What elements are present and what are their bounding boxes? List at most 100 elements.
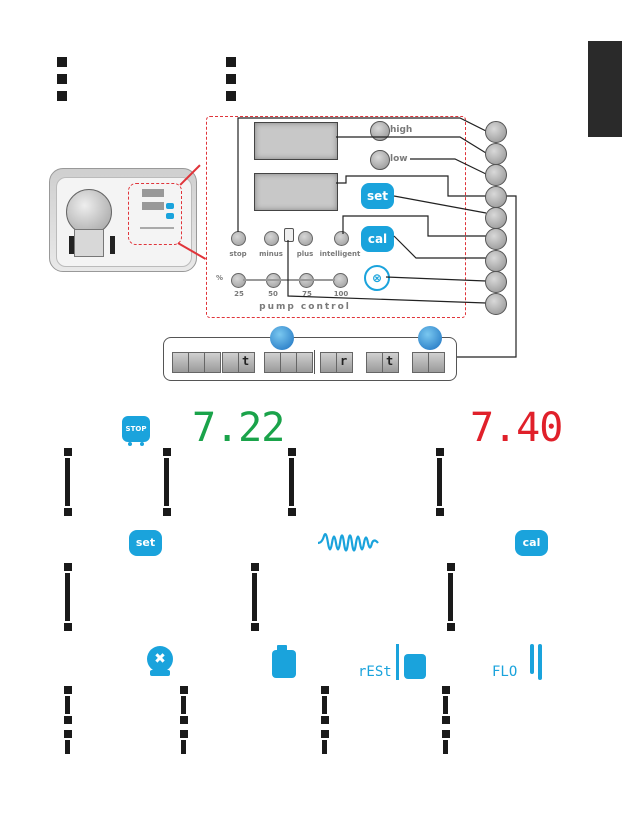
seg-cell [428,352,445,373]
pct-75-label: 75 [302,290,312,298]
callout-circle-9 [485,293,507,315]
seg-cell [280,352,297,373]
bar-tick [180,730,188,738]
bar-tick [436,448,444,456]
intelligent-button[interactable] [334,231,349,246]
display-lower [254,173,338,211]
bar-tick [64,563,72,571]
bar-tick [251,623,259,631]
zoom-callout-small [128,183,182,245]
bar-tick [163,508,171,516]
pct-100-label: 100 [333,290,349,298]
bar [181,740,186,754]
bar-tick [288,448,296,456]
green-reading: 7.22 [192,405,285,451]
bar-tick [447,563,455,571]
bar [437,458,442,506]
bar-tick [64,448,72,456]
cal-icon: cal [515,530,548,556]
bar [252,573,257,621]
callout-circle-7 [485,250,507,272]
bar-tick [442,716,450,724]
stop-label: stop [229,250,247,258]
plus-button[interactable] [298,231,313,246]
legend-square-6 [226,91,236,101]
pct-line [243,279,335,281]
pump-control-label: pump control [259,302,351,312]
seg-cell [238,352,255,373]
callout-circle-3 [485,164,507,186]
minus-button[interactable] [264,231,279,246]
seg-char-t2: t [386,354,394,368]
seg-cell [412,352,429,373]
callout-circle-5 [485,207,507,229]
callout-circle-4 [485,186,507,208]
bar-tick [321,716,329,724]
bottle-icon [284,228,294,242]
seg-cell [366,352,383,373]
blue-indicator-right [418,326,442,350]
callout-circle-1 [485,121,507,143]
bar-tick [64,508,72,516]
seg-char-r: r [340,354,348,368]
set-button[interactable]: set [361,183,394,209]
stop-icon: STOP [122,416,150,442]
bar-tick [180,686,188,694]
rest-label: rESt [358,664,392,680]
canister-icon [272,650,296,678]
bar [322,740,327,754]
plus-label: plus [296,250,314,258]
bar-tick [64,623,72,631]
legend-square-2 [57,74,67,84]
high-led [370,121,390,141]
bar-tick [447,623,455,631]
bar-tick [442,686,450,694]
bar-tick [288,508,296,516]
cal-button[interactable]: cal [361,226,394,252]
flow-sensor-icon [530,644,534,674]
set-icon: set [129,530,162,556]
bar-tick [436,508,444,516]
pump-error-icon: ✖ [147,646,173,672]
bar-tick [321,730,329,738]
legend-square-5 [226,74,236,84]
red-reading: 7.40 [470,405,563,451]
bar [443,740,448,754]
zoom-callout [206,116,466,318]
section-tab [588,41,622,137]
bar-tick [64,716,72,724]
display-upper [254,122,338,160]
callout-circle-6 [485,228,507,250]
bar [65,696,70,714]
high-label: high [390,125,413,135]
bar [164,458,169,506]
seg-cell [264,352,281,373]
pct-25-label: 25 [234,290,244,298]
bar [289,458,294,506]
callout-circle-8 [485,271,507,293]
bar-tick [64,686,72,694]
percent-label: % [216,274,224,282]
bar [65,458,70,506]
bar-tick [163,448,171,456]
legend-square-4 [226,57,236,67]
minus-label: minus [259,250,283,258]
pct-50-label: 50 [268,290,278,298]
bar [443,696,448,714]
bar [181,696,186,714]
bar-tick [442,730,450,738]
seg-cell [320,352,337,373]
low-label: low [390,154,408,164]
bar-tick [180,716,188,724]
bar-tick [251,563,259,571]
rest-canister-icon [404,654,426,679]
wave-icon [317,533,379,552]
callout-circle-2 [485,143,507,165]
seg-char-t: t [242,354,250,368]
seg-cell [204,352,221,373]
seg-cell [188,352,205,373]
bar [65,573,70,621]
pump-status-icon: ⊗ [364,265,390,291]
low-led [370,150,390,170]
